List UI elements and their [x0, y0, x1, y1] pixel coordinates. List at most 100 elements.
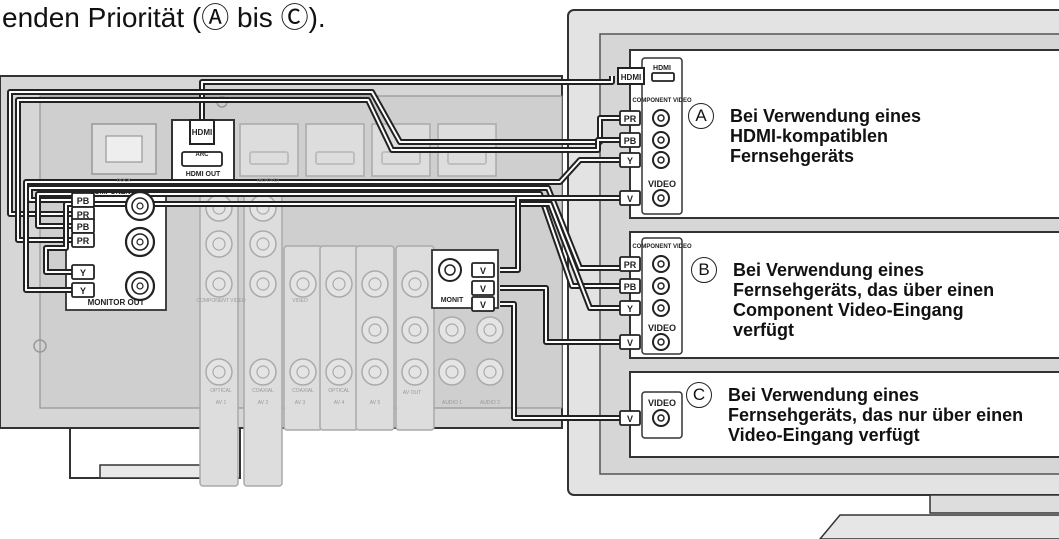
rca-jack — [401, 316, 429, 344]
receiver-plug: Y — [71, 282, 95, 298]
option-b: B Bei Verwendung eines Fernsehgeräts, da… — [691, 257, 995, 340]
rca-jack-center — [212, 237, 226, 251]
plug-label: Y — [80, 268, 86, 278]
receiver-panel-label: DOCK — [117, 178, 132, 184]
monitor-short-label: MONIT — [441, 297, 464, 304]
tv-plug-b: Y — [619, 300, 641, 316]
rca-jack — [205, 358, 233, 386]
rca-jack-center — [212, 365, 226, 379]
tv-jack-box-b — [641, 237, 683, 355]
receiver-foot-shadow — [99, 464, 211, 479]
rca-jack-center — [332, 365, 346, 379]
option-c-line: Fernsehgeräts, das nur über einen — [728, 405, 1024, 425]
rca-jack — [401, 270, 429, 298]
plug-label: PB — [624, 136, 637, 146]
plug-label: PR — [624, 114, 637, 124]
rca-jack — [361, 270, 389, 298]
option-marker-a: A — [688, 103, 714, 129]
tv-hdmi-port — [651, 72, 675, 82]
cables — [7, 76, 620, 421]
tv-component-label: COMPONENT VIDEO — [632, 98, 692, 104]
option-a-line: Fernsehgeräts — [730, 146, 855, 166]
rca-jack-center — [445, 365, 459, 379]
tv-rca-jack-center — [657, 304, 665, 312]
option-b-line: Bei Verwendung eines — [733, 260, 925, 280]
tv-plug-a: PR — [619, 110, 641, 126]
receiver-panel-label: AV OUT — [403, 390, 421, 396]
option-c-line: Video-Eingang verfügt — [728, 425, 920, 445]
rca-jack — [438, 358, 466, 386]
rca-jack — [205, 194, 233, 222]
rca-jack-center — [368, 323, 382, 337]
plug-label: V — [480, 284, 486, 294]
option-b-line: Component Video-Eingang — [733, 300, 964, 320]
rca-jack-center — [368, 277, 382, 291]
plug-label: V — [627, 414, 633, 424]
tv-plug-c: V — [619, 410, 641, 426]
svg-text:HDMI: HDMI — [192, 128, 212, 137]
tv-panel-b — [629, 231, 1059, 359]
tv-rca-jack-center — [657, 260, 665, 268]
tv-plug-b: V — [619, 334, 641, 350]
option-b-line: verfügt — [733, 320, 795, 340]
option-c: C Bei Verwendung eines Fernsehgeräts, da… — [686, 382, 1024, 445]
receiver-plug: Y — [71, 264, 95, 280]
receiver-hdmi-plug: HDMI — [189, 119, 215, 145]
plug-label: V — [627, 194, 633, 204]
tv-video-label: VIDEO — [648, 323, 676, 333]
rca-jack-center — [332, 277, 346, 291]
receiver-panel-label: AV 2 — [258, 400, 269, 406]
plug-label: PB — [77, 196, 90, 206]
rca-jack — [205, 230, 233, 258]
tv-set — [567, 9, 1059, 539]
receiver-panel-label: COAXIAL — [292, 388, 314, 394]
option-b-line: Fernsehgeräts, das über einen — [733, 280, 995, 300]
rca-jack — [249, 194, 277, 222]
plug-label: PR — [77, 236, 90, 246]
tv-video-label: VIDEO — [648, 398, 676, 408]
rca-jack — [325, 270, 353, 298]
plug-label: V — [480, 266, 486, 276]
tv-rca-jack-center — [657, 136, 665, 144]
rca-jack — [289, 270, 317, 298]
rca-jack-center — [256, 277, 270, 291]
chassis-screw — [33, 339, 47, 353]
monitor-out-jack-center — [136, 202, 144, 210]
tv-plug-a: Y — [619, 152, 641, 168]
tv-hdmi-label: HDMI — [653, 65, 671, 72]
rca-jack — [361, 358, 389, 386]
tv-rca-jack-center — [657, 156, 665, 164]
plug-label: PB — [624, 282, 637, 292]
rca-jack-center — [408, 323, 422, 337]
tv-stand-neck — [929, 494, 1059, 514]
plug-label: PB — [77, 222, 90, 232]
option-a-line: HDMI-kompatiblen — [730, 126, 889, 146]
plug-label: Y — [627, 304, 633, 314]
hdmi-in-socket — [305, 123, 365, 177]
rca-jack — [325, 358, 353, 386]
receiver-plug: PB — [71, 218, 95, 234]
rca-jack-center — [483, 365, 497, 379]
receiver-panel-label: AV 1 — [216, 400, 227, 406]
receiver-video-plug: V — [471, 262, 495, 278]
rca-jack-center — [408, 277, 422, 291]
heading-text: enden Priorität (Ⓐ bis Ⓒ). — [2, 2, 326, 33]
input-jacks — [199, 189, 504, 487]
tv-plug-a: V — [619, 190, 641, 206]
rca-jack-center — [212, 277, 226, 291]
receiver-panel-label: AV 3 — [295, 400, 306, 406]
rca-jack — [249, 270, 277, 298]
receiver-panel-label: AUDIO 1 — [442, 400, 462, 406]
plug-label: Y — [627, 156, 633, 166]
rca-jack — [438, 316, 466, 344]
arc-label: ARC — [196, 152, 210, 158]
tv-panel-a — [629, 49, 1059, 219]
option-a: A Bei Verwendung eines HDMI-kompatiblen … — [688, 103, 921, 166]
hdmi-in-socket — [239, 123, 299, 177]
plug-label: V — [480, 300, 486, 310]
receiver-panel-label: COMPONENT VIDEO — [196, 298, 245, 304]
